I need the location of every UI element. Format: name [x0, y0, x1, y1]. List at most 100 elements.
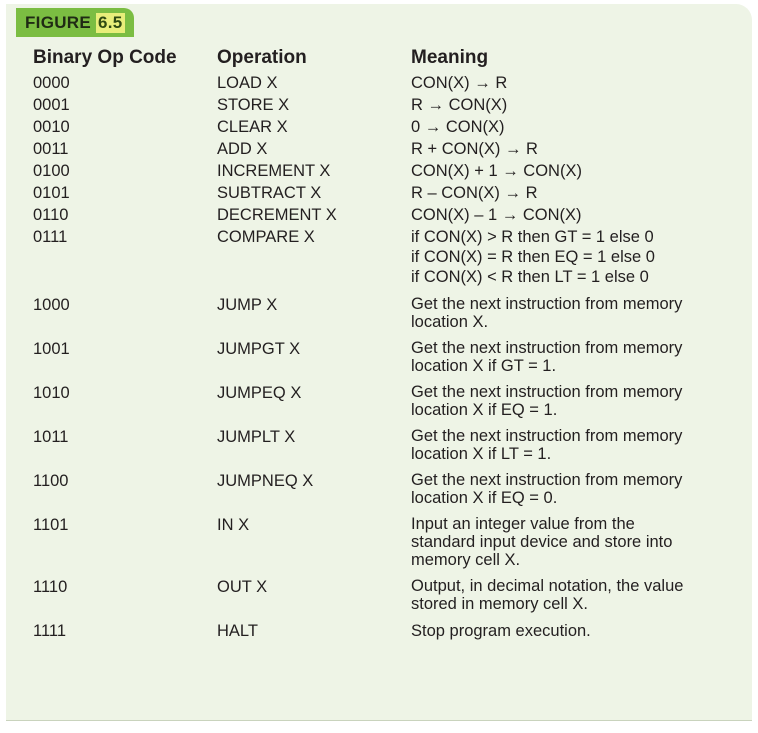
- meaning-line: if CON(X) = R then EQ = 1 else 0: [411, 248, 655, 266]
- meaning-line: Get the next instruction from memory: [411, 471, 683, 489]
- table-body: 0000 LOAD X CON(X) → R 0001 STORE X R → CON(X…: [33, 71, 743, 641]
- meaning-line: CON(X) + 1 → CON(X): [411, 162, 582, 180]
- meaning-line: Stop program execution.: [411, 622, 591, 640]
- header-meaning: Meaning: [411, 47, 489, 68]
- opcode-table: Binary Op Code Operation Meaning 0000 LOA…: [33, 47, 743, 641]
- table-row: 0011 ADD X R + CON(X) → R: [33, 137, 743, 159]
- meaning-line: Get the next instruction from memory: [411, 339, 683, 357]
- meaning-line: memory cell X.: [411, 551, 521, 569]
- opcode-cell: 0100: [33, 162, 70, 180]
- opcode-cell: 0000: [33, 74, 70, 92]
- opcode-cell: 1000: [33, 296, 70, 314]
- opcode-cell: 1110: [33, 578, 68, 596]
- table-row: 0100 INCREMENT X CON(X) + 1 → CON(X): [33, 159, 743, 181]
- meaning-cell: Stop program execution.: [411, 619, 743, 641]
- meaning-line: Input an integer value from the: [411, 515, 635, 533]
- table-row: 1010 JUMPEQ X Get the next instruction fro…: [33, 381, 743, 419]
- meaning-line: CON(X) – 1 → CON(X): [411, 206, 582, 224]
- meaning-line: location X if LT = 1.: [411, 445, 552, 463]
- table-row: 1100 JUMPNEQ X Get the next instruction fr…: [33, 469, 743, 507]
- opcode-cell: 1101: [33, 516, 69, 534]
- table-row: 0111 COMPARE X if CON(X) > R then GT = 1 e…: [33, 225, 743, 287]
- opcode-cell: 0011: [33, 140, 69, 158]
- opcode-cell: 0010: [33, 118, 70, 136]
- operation-cell: JUMPGT X: [217, 340, 301, 358]
- meaning-line: Get the next instruction from memory: [411, 383, 683, 401]
- operation-cell: DECREMENT X: [217, 206, 337, 224]
- figure-panel: FIGURE 6.5 Binary Op Code Operation Mean…: [6, 4, 752, 721]
- meaning-line: if CON(X) < R then LT = 1 else 0: [411, 268, 649, 286]
- meaning-line: stored in memory cell X.: [411, 595, 588, 613]
- table-row: 0001 STORE X R → CON(X): [33, 93, 743, 115]
- table-row: 1011 JUMPLT X Get the next instruction fro…: [33, 425, 743, 463]
- header-opcode: Binary Op Code: [33, 47, 177, 68]
- table-row: 0010 CLEAR X 0 → CON(X): [33, 115, 743, 137]
- table-header: Binary Op Code Operation Meaning: [33, 47, 743, 71]
- meaning-line: location X if EQ = 0.: [411, 489, 558, 507]
- meaning-line: standard input device and store into: [411, 533, 673, 551]
- meaning-cell: R – CON(X) → R: [411, 181, 743, 203]
- opcode-cell: 0101: [33, 184, 70, 202]
- operation-cell: STORE X: [217, 96, 290, 114]
- meaning-line: location X.: [411, 313, 489, 331]
- meaning-line: location X if EQ = 1.: [411, 401, 558, 419]
- opcode-cell: 0001: [33, 96, 70, 114]
- operation-cell: JUMP X: [217, 296, 278, 314]
- table-row: 1000 JUMP X Get the next instruction from …: [33, 293, 743, 331]
- meaning-line: 0 → CON(X): [411, 118, 505, 136]
- figure-label: FIGURE: [25, 12, 92, 32]
- meaning-cell: CON(X) + 1 → CON(X): [411, 159, 743, 181]
- header-operation: Operation: [217, 47, 307, 68]
- meaning-cell: 0 → CON(X): [411, 115, 743, 137]
- opcode-cell: 1100: [33, 472, 69, 490]
- operation-cell: OUT X: [217, 578, 268, 596]
- operation-cell: IN X: [217, 516, 250, 534]
- opcode-cell: 1010: [33, 384, 70, 402]
- table-row: 1001 JUMPGT X Get the next instruction fro…: [33, 337, 743, 375]
- meaning-line: if CON(X) > R then GT = 1 else 0: [411, 228, 654, 246]
- opcode-cell: 1011: [33, 428, 69, 446]
- operation-cell: SUBTRACT X: [217, 184, 322, 202]
- operation-cell: LOAD X: [217, 74, 278, 92]
- meaning-line: R + CON(X) → R: [411, 140, 538, 158]
- operation-cell: HALT: [217, 622, 258, 640]
- meaning-line: CON(X) → R: [411, 74, 508, 92]
- table-row: 1111 HALT Stop program execution.: [33, 619, 743, 641]
- meaning-line: R – CON(X) → R: [411, 184, 538, 202]
- figure-number: 6.5: [96, 12, 125, 33]
- operation-cell: JUMPNEQ X: [217, 472, 314, 490]
- opcode-cell: 0111: [33, 228, 68, 246]
- table-row: 0000 LOAD X CON(X) → R: [33, 71, 743, 93]
- table-row: 1110 OUT X Output, in decimal notation, th…: [33, 575, 743, 613]
- operation-cell: CLEAR X: [217, 118, 288, 136]
- opcode-cell: 1001: [33, 340, 70, 358]
- opcode-cell: 1111: [33, 622, 67, 640]
- meaning-cell: if CON(X) > R then GT = 1 else 0 if CON(X…: [411, 225, 743, 287]
- meaning-line: Get the next instruction from memory: [411, 295, 683, 313]
- table-row: 0101 SUBTRACT X R – CON(X) → R: [33, 181, 743, 203]
- opcode-cell: 0110: [33, 206, 69, 224]
- meaning-line: Output, in decimal notation, the value: [411, 577, 684, 595]
- meaning-line: R → CON(X): [411, 96, 508, 114]
- meaning-cell: R + CON(X) → R: [411, 137, 743, 159]
- operation-cell: INCREMENT X: [217, 162, 331, 180]
- meaning-line: Get the next instruction from memory: [411, 427, 683, 445]
- figure-label-tab: FIGURE 6.5: [16, 8, 134, 37]
- table-row: 0110 DECREMENT X CON(X) – 1 → CON(X): [33, 203, 743, 225]
- meaning-cell: CON(X) – 1 → CON(X): [411, 203, 743, 225]
- meaning-cell: R → CON(X): [411, 93, 743, 115]
- operation-cell: JUMPEQ X: [217, 384, 302, 402]
- operation-cell: JUMPLT X: [217, 428, 296, 446]
- meaning-line: location X if GT = 1.: [411, 357, 557, 375]
- operation-cell: ADD X: [217, 140, 268, 158]
- meaning-cell: CON(X) → R: [411, 71, 743, 93]
- operation-cell: COMPARE X: [217, 228, 315, 246]
